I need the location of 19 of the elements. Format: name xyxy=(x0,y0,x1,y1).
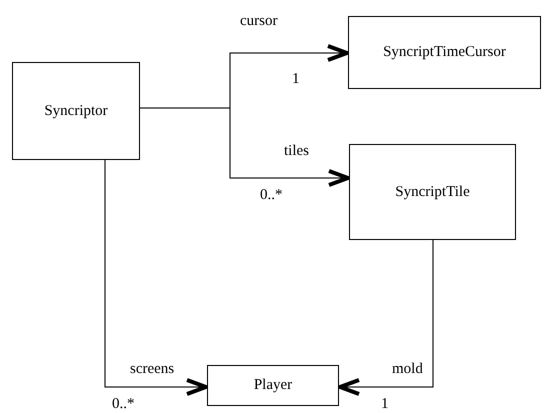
class-box xyxy=(207,365,339,406)
multiplicity-label: 1 xyxy=(292,72,300,87)
role-name: screens xyxy=(130,362,174,377)
multiplicity-label: 1 xyxy=(381,397,388,412)
association-arrow xyxy=(140,108,350,187)
class-box xyxy=(349,144,516,240)
role-name: mold xyxy=(392,362,423,377)
class-box xyxy=(12,62,140,160)
role-name: cursor xyxy=(240,14,278,29)
role-name: tiles xyxy=(284,144,309,159)
class-name: SyncriptTile xyxy=(395,184,470,200)
class-name: SyncriptTimeCursor xyxy=(383,44,506,61)
class-name: Player xyxy=(254,377,292,394)
class-box xyxy=(348,16,541,89)
multiplicity-label: 0..* xyxy=(260,188,282,203)
association-arrow xyxy=(104,160,208,396)
multiplicity-label: 0..* xyxy=(112,397,134,412)
class-name: Syncriptor xyxy=(44,102,108,120)
association-arrow xyxy=(338,240,434,396)
